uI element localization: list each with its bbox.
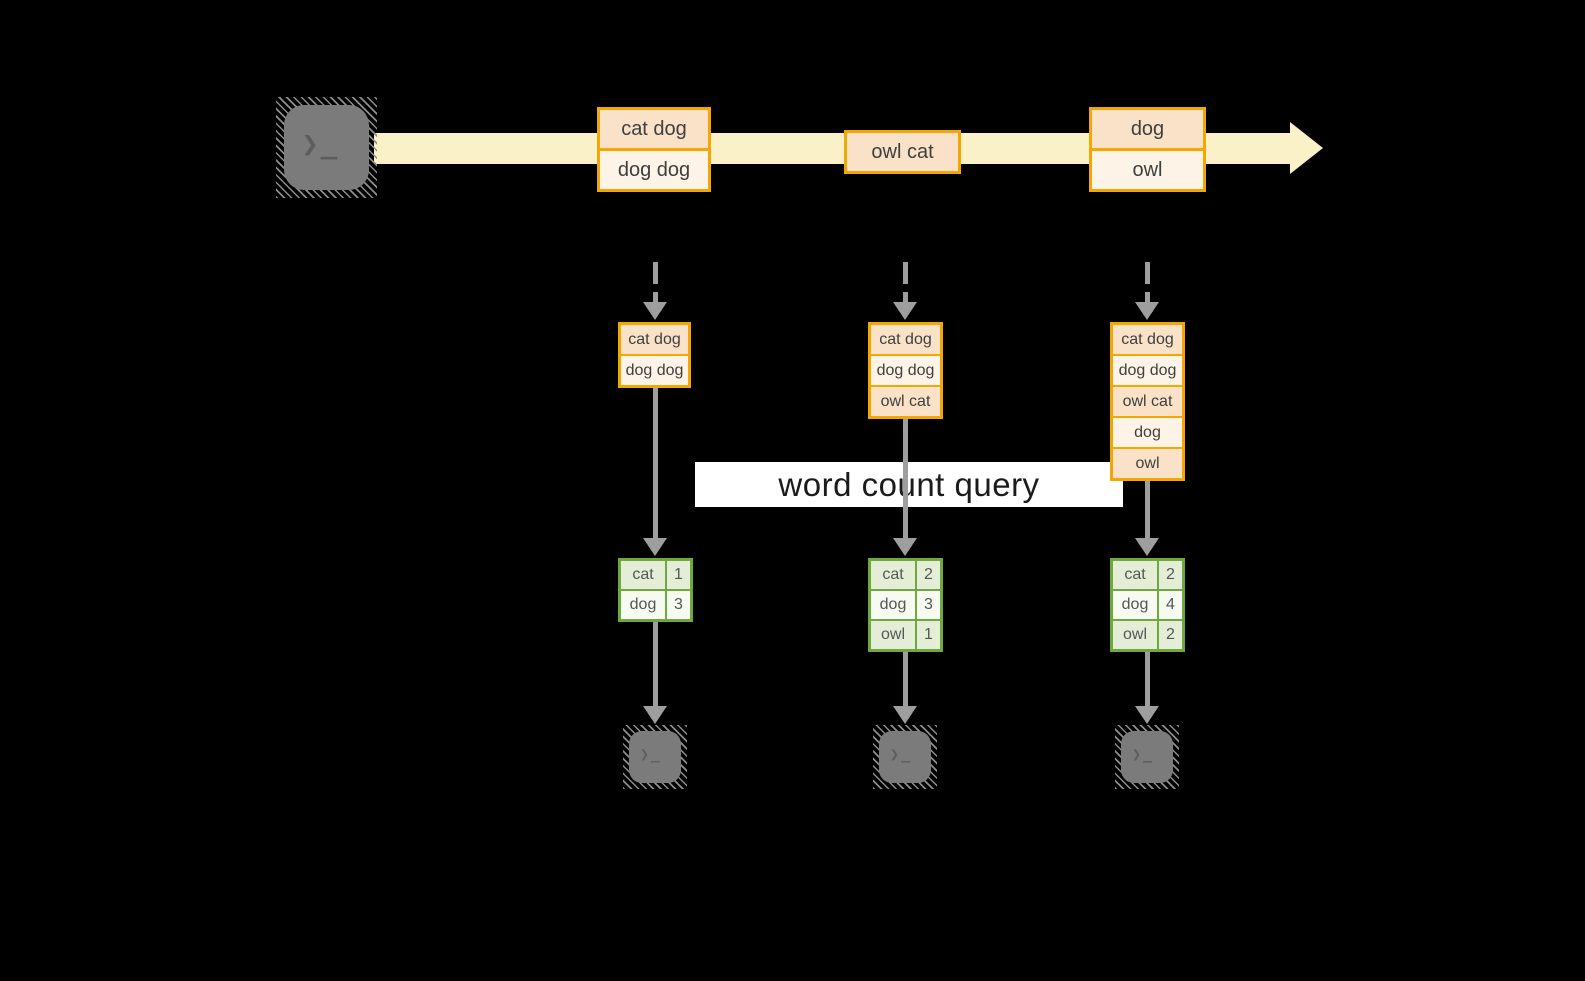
terminal-screen: ❯_ <box>629 731 681 783</box>
stream-message: dog dog <box>600 151 708 189</box>
result-word: dog <box>1113 591 1157 619</box>
stream-batch-1: cat dog dog dog <box>597 107 711 192</box>
result-table-1: cat 1 dog 3 <box>618 558 693 622</box>
state-row: cat dog <box>1113 325 1182 354</box>
arrow-state-to-result-3 <box>1135 481 1159 556</box>
result-word: dog <box>621 591 665 619</box>
terminal-screen: ❯_ <box>284 105 369 190</box>
stream-batch-3: dog owl <box>1089 107 1206 192</box>
query-label-band: word count query <box>695 462 1123 507</box>
result-word: cat <box>621 561 665 589</box>
query-label: word count query <box>778 465 1040 503</box>
result-word: owl <box>1113 621 1157 649</box>
result-count: 1 <box>667 561 690 589</box>
arrow-state-to-result-1 <box>643 388 667 556</box>
state-row: owl <box>1113 449 1182 478</box>
result-word: cat <box>871 561 915 589</box>
terminal-screen: ❯_ <box>1121 731 1173 783</box>
stream-batch-2: owl cat <box>844 130 961 174</box>
state-row: cat dog <box>871 325 940 354</box>
result-count: 3 <box>917 591 940 619</box>
state-row: owl cat <box>1113 387 1182 416</box>
input-state-stack-2: cat dog dog dog owl cat <box>868 322 943 419</box>
arrow-result-to-output-2 <box>893 652 917 724</box>
result-word: cat <box>1113 561 1157 589</box>
stream-message: owl cat <box>847 133 958 171</box>
state-row: dog <box>1113 418 1182 447</box>
stream-arrow-head <box>1290 122 1323 174</box>
stream-message: owl <box>1092 151 1203 189</box>
arrow-stream-to-state-3 <box>1135 262 1159 320</box>
output-terminal-icon-2: ❯_ <box>873 725 937 789</box>
state-row: cat dog <box>621 325 688 354</box>
output-terminal-icon-3: ❯_ <box>1115 725 1179 789</box>
terminal-prompt-icon: ❯_ <box>1131 745 1155 763</box>
arrow-result-to-output-1 <box>643 622 667 724</box>
arrow-result-to-output-3 <box>1135 652 1159 724</box>
arrow-stream-to-state-2 <box>893 262 917 320</box>
result-count: 1 <box>917 621 940 649</box>
result-word: dog <box>871 591 915 619</box>
input-state-stack-3: cat dog dog dog owl cat dog owl <box>1110 322 1185 481</box>
terminal-prompt-icon: ❯_ <box>889 745 913 763</box>
state-row: owl cat <box>871 387 940 416</box>
result-count: 4 <box>1159 591 1182 619</box>
terminal-prompt-icon: ❯_ <box>639 745 663 763</box>
result-count: 2 <box>1159 561 1182 589</box>
stream-message: cat dog <box>600 110 708 148</box>
state-row: dog dog <box>1113 356 1182 385</box>
stream-message: dog <box>1092 110 1203 148</box>
result-count: 2 <box>917 561 940 589</box>
output-terminal-icon-1: ❯_ <box>623 725 687 789</box>
input-state-stack-1: cat dog dog dog <box>618 322 691 388</box>
arrow-stream-to-state-1 <box>643 262 667 320</box>
arrow-state-to-result-2 <box>893 419 917 556</box>
terminal-screen: ❯_ <box>879 731 931 783</box>
result-count: 3 <box>667 591 690 619</box>
result-word: owl <box>871 621 915 649</box>
terminal-prompt-icon: ❯_ <box>301 127 340 160</box>
source-terminal-icon: ❯_ <box>276 97 377 198</box>
result-table-3: cat 2 dog 4 owl 2 <box>1110 558 1185 652</box>
result-table-2: cat 2 dog 3 owl 1 <box>868 558 943 652</box>
result-count: 2 <box>1159 621 1182 649</box>
state-row: dog dog <box>871 356 940 385</box>
state-row: dog dog <box>621 356 688 385</box>
